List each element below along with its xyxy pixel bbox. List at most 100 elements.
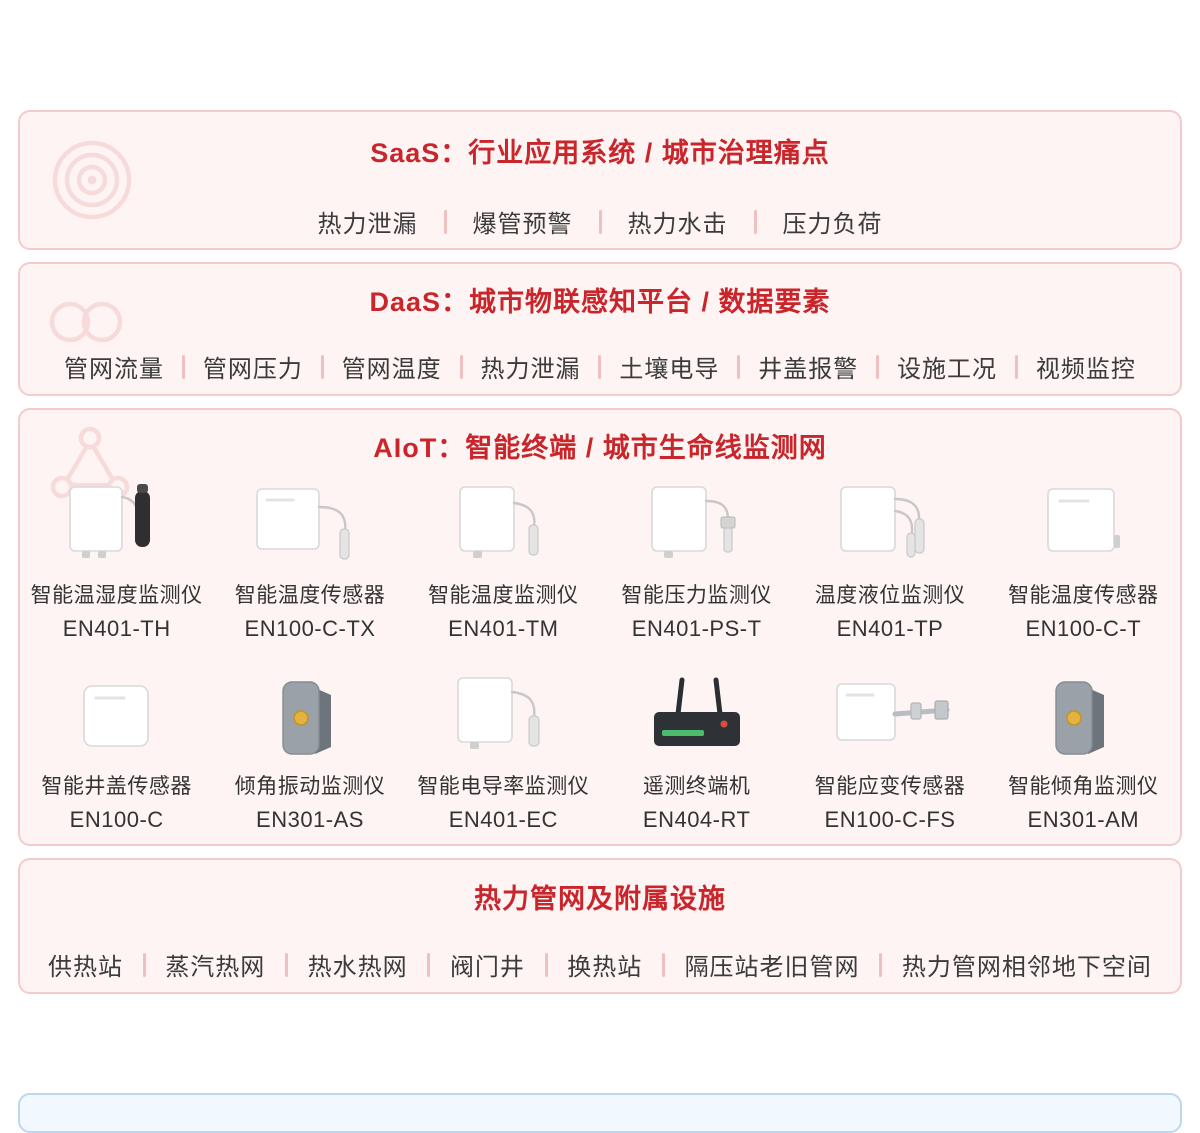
product-card: 智能温度传感器 EN100-C-T bbox=[987, 477, 1180, 642]
product-card: 智能井盖传感器 EN100-C bbox=[20, 668, 213, 833]
product-card: 智能温度监测仪 EN401-TM bbox=[407, 477, 600, 642]
product-grid: 智能温湿度监测仪 EN401-TH 智能温度传感器 EN100-C-TX bbox=[20, 477, 1180, 833]
product-name: 智能应变传感器 bbox=[814, 775, 966, 798]
section-title-aiot: AIoT：智能终端 / 城市生命线监测网 bbox=[373, 433, 827, 463]
separator bbox=[737, 354, 741, 379]
product-model: EN401-PS-T bbox=[631, 616, 762, 641]
product-card: 智能倾角监测仪 EN301-AM bbox=[987, 668, 1180, 833]
product-model: EN100-C-FS bbox=[824, 807, 956, 832]
product-model: EN404-RT bbox=[642, 807, 751, 832]
separator bbox=[661, 952, 665, 977]
device-image-temp-sensor-tx bbox=[235, 477, 385, 577]
device-image-pressure-monitor bbox=[622, 477, 772, 577]
product-model: EN301-AM bbox=[1027, 807, 1140, 832]
page: { "page": { "colors": { "accent_red": "#… bbox=[18, 110, 1182, 1133]
section-pipeline: 热力管网及附属设施 供热站 蒸汽热网 热水热网 阀门井 换热站 隔压站老旧管网 … bbox=[18, 858, 1182, 994]
product-model: EN401-TP bbox=[836, 616, 944, 641]
separator bbox=[544, 952, 548, 977]
product-card: 温度液位监测仪 EN401-TP bbox=[793, 477, 986, 642]
list-item: 热水热网 bbox=[307, 954, 408, 981]
daas-item-row: 管网流量 管网压力 管网温度 热力泄漏 土壤电导 井盖报警 设施工况 视频监控 bbox=[20, 349, 1180, 384]
list-item: 井盖报警 bbox=[758, 356, 859, 383]
content-stack: SaaS：行业应用系统 / 城市治理痛点 热力泄漏 爆管预警 热力水击 压力负荷… bbox=[18, 110, 1182, 994]
product-name: 温度液位监测仪 bbox=[814, 584, 966, 607]
product-card: 智能压力监测仪 EN401-PS-T bbox=[600, 477, 793, 642]
product-model: EN301-AS bbox=[256, 807, 364, 832]
product-model: EN401-EC bbox=[448, 807, 558, 832]
product-model: EN100-C bbox=[69, 807, 164, 832]
product-name: 遥测终端机 bbox=[642, 775, 751, 798]
separator bbox=[320, 354, 324, 379]
target-rings-icon bbox=[52, 140, 132, 220]
list-item: 蒸汽热网 bbox=[165, 954, 266, 981]
saas-item-row: 热力泄漏 爆管预警 热力水击 压力负荷 bbox=[20, 204, 1180, 239]
product-card: 遥测终端机 EN404-RT bbox=[600, 668, 793, 833]
separator bbox=[142, 952, 146, 977]
separator bbox=[181, 354, 185, 379]
separator bbox=[753, 209, 757, 234]
device-image-tilt-monitor bbox=[1008, 668, 1158, 768]
separator bbox=[284, 952, 288, 977]
list-item: 热力水击 bbox=[627, 211, 728, 238]
next-section-edge bbox=[18, 1093, 1182, 1133]
list-item: 压力负荷 bbox=[782, 211, 883, 238]
list-item: 隔压站老旧管网 bbox=[684, 954, 860, 981]
separator bbox=[879, 952, 883, 977]
separator bbox=[598, 209, 602, 234]
infinity-icon bbox=[49, 301, 123, 343]
list-item: 热力泄漏 bbox=[480, 356, 581, 383]
separator bbox=[459, 354, 463, 379]
list-item: 管网流量 bbox=[64, 356, 164, 383]
product-name: 智能井盖传感器 bbox=[41, 775, 192, 798]
device-image-temp-monitor bbox=[428, 477, 578, 577]
list-item: 热力泄漏 bbox=[317, 211, 418, 238]
product-model: EN401-TH bbox=[62, 616, 171, 641]
device-image-telemetry-terminal bbox=[622, 668, 772, 768]
product-name: 智能温度传感器 bbox=[1008, 584, 1159, 607]
list-item: 供热站 bbox=[48, 954, 123, 981]
list-item: 土壤电导 bbox=[619, 356, 720, 383]
product-model: EN100-C-TX bbox=[244, 616, 376, 641]
product-name: 倾角振动监测仪 bbox=[234, 775, 386, 798]
product-name: 智能温度传感器 bbox=[234, 584, 386, 607]
product-card: 倾角振动监测仪 EN301-AS bbox=[213, 668, 406, 833]
device-image-tilt-vibration-monitor bbox=[235, 668, 385, 768]
device-image-conductivity-monitor bbox=[428, 668, 578, 768]
separator bbox=[427, 952, 431, 977]
product-model: EN100-C-T bbox=[1025, 616, 1142, 641]
separator bbox=[598, 354, 602, 379]
pipeline-item-row: 供热站 蒸汽热网 热水热网 阀门井 换热站 隔压站老旧管网 热力管网相邻地下空间 bbox=[20, 947, 1180, 982]
device-image-strain-sensor bbox=[815, 668, 965, 768]
section-title-daas: DaaS：城市物联感知平台 / 数据要素 bbox=[369, 287, 831, 317]
list-item: 视频监控 bbox=[1035, 356, 1136, 383]
list-item: 管网温度 bbox=[341, 356, 442, 383]
product-card: 智能温湿度监测仪 EN401-TH bbox=[20, 477, 213, 642]
section-saas: SaaS：行业应用系统 / 城市治理痛点 热力泄漏 爆管预警 热力水击 压力负荷 bbox=[18, 110, 1182, 250]
product-card: 智能温度传感器 EN100-C-TX bbox=[213, 477, 406, 642]
separator bbox=[443, 209, 447, 234]
product-card: 智能电导率监测仪 EN401-EC bbox=[407, 668, 600, 833]
list-item: 设施工况 bbox=[897, 356, 998, 383]
separator bbox=[1014, 354, 1018, 379]
device-image-manhole-sensor bbox=[42, 668, 192, 768]
device-image-temp-level-monitor bbox=[815, 477, 965, 577]
section-aiot: AIoT：智能终端 / 城市生命线监测网 智能温湿度监测仪 EN401-TH bbox=[18, 408, 1182, 846]
product-card: 智能应变传感器 EN100-C-FS bbox=[793, 668, 986, 833]
product-name: 智能电导率监测仪 bbox=[417, 775, 590, 798]
product-model: EN401-TM bbox=[448, 616, 559, 641]
list-item: 热力管网相邻地下空间 bbox=[901, 954, 1152, 981]
separator bbox=[876, 354, 880, 379]
section-title-pipeline: 热力管网及附属设施 bbox=[474, 884, 726, 914]
product-name: 智能温度监测仪 bbox=[428, 584, 579, 607]
list-item: 管网压力 bbox=[202, 356, 303, 383]
product-name: 智能压力监测仪 bbox=[621, 584, 772, 607]
product-name: 智能倾角监测仪 bbox=[1008, 775, 1159, 798]
device-image-temp-sensor-t bbox=[1008, 477, 1158, 577]
list-item: 爆管预警 bbox=[472, 211, 573, 238]
list-item: 阀门井 bbox=[449, 954, 525, 981]
list-item: 换热站 bbox=[567, 954, 643, 981]
product-name: 智能温湿度监测仪 bbox=[30, 584, 203, 607]
section-daas: DaaS：城市物联感知平台 / 数据要素 管网流量 管网压力 管网温度 热力泄漏… bbox=[18, 262, 1182, 396]
device-image-temp-humidity-monitor bbox=[42, 477, 192, 577]
section-title-saas: SaaS：行业应用系统 / 城市治理痛点 bbox=[370, 138, 830, 168]
